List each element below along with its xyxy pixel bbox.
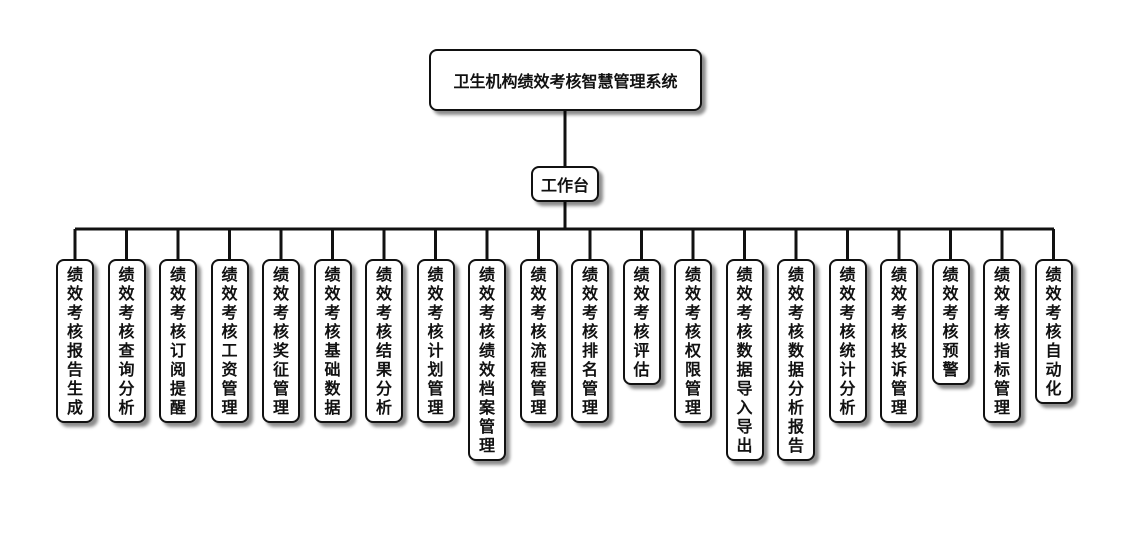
- module-node: 绩效考核统计分析: [828, 259, 867, 423]
- module-node: 绩效考核自动化: [1034, 259, 1073, 404]
- module-label: 绩效考核奖征管理: [272, 265, 289, 417]
- hub-label: 工作台: [540, 176, 589, 195]
- module-label: 绩效考核统计分析: [839, 265, 856, 417]
- module-node: 绩效考核计划管理: [416, 259, 455, 423]
- module-node: 绩效考核预警: [931, 259, 970, 385]
- module-node: 绩效考核数据分析报告: [777, 259, 815, 461]
- module-label: 绩效考核数据分析报告: [787, 265, 804, 455]
- module-label: 绩效考核报告生成: [66, 265, 83, 417]
- module-label: 绩效考核流程管理: [530, 265, 547, 417]
- module-label: 绩效考核预警: [942, 265, 959, 379]
- root-node: 卫生机构绩效考核智慧管理系统: [429, 49, 702, 111]
- module-node: 绩效考核排名管理: [571, 259, 609, 423]
- module-node: 绩效考核订阅提醒: [159, 259, 197, 423]
- module-node: 绩效考核奖征管理: [262, 259, 300, 423]
- module-label: 绩效考核投诉管理: [890, 265, 907, 417]
- module-label: 绩效考核工资管理: [221, 265, 238, 417]
- module-label: 绩效考核自动化: [1045, 265, 1062, 398]
- module-node: 绩效考核结果分析: [365, 259, 403, 423]
- module-node: 绩效考核指标管理: [983, 259, 1021, 423]
- hub-node-workbench: 工作台: [531, 166, 599, 202]
- root-label: 卫生机构绩效考核智慧管理系统: [453, 72, 678, 91]
- drop-lines: [73, 229, 1055, 259]
- module-node: 绩效考核投诉管理: [880, 259, 918, 423]
- module-label: 绩效考核查询分析: [118, 265, 135, 417]
- module-node: 绩效考核工资管理: [210, 259, 249, 423]
- module-node: 绩效考核评估: [622, 259, 661, 385]
- module-node: 绩效考核绩效档案管理: [468, 259, 506, 461]
- module-label: 绩效考核指标管理: [993, 265, 1010, 417]
- module-label: 绩效考核绩效档案管理: [478, 265, 495, 455]
- module-node: 绩效考核权限管理: [674, 259, 712, 423]
- module-node: 绩效考核数据导入导出: [725, 259, 764, 461]
- module-node: 绩效考核基础数据: [313, 259, 352, 423]
- module-label: 绩效考核数据导入导出: [736, 265, 753, 455]
- module-label: 绩效考核结果分析: [375, 265, 392, 417]
- module-label: 绩效考核评估: [633, 265, 650, 379]
- module-node: 绩效考核报告生成: [56, 259, 94, 423]
- module-node: 绩效考核流程管理: [519, 259, 558, 423]
- module-label: 绩效考核权限管理: [684, 265, 701, 417]
- module-label: 绩效考核基础数据: [324, 265, 341, 417]
- module-label: 绩效考核订阅提醒: [169, 265, 186, 417]
- module-label: 绩效考核排名管理: [581, 265, 598, 417]
- module-node: 绩效考核查询分析: [107, 259, 146, 423]
- module-label: 绩效考核计划管理: [427, 265, 444, 417]
